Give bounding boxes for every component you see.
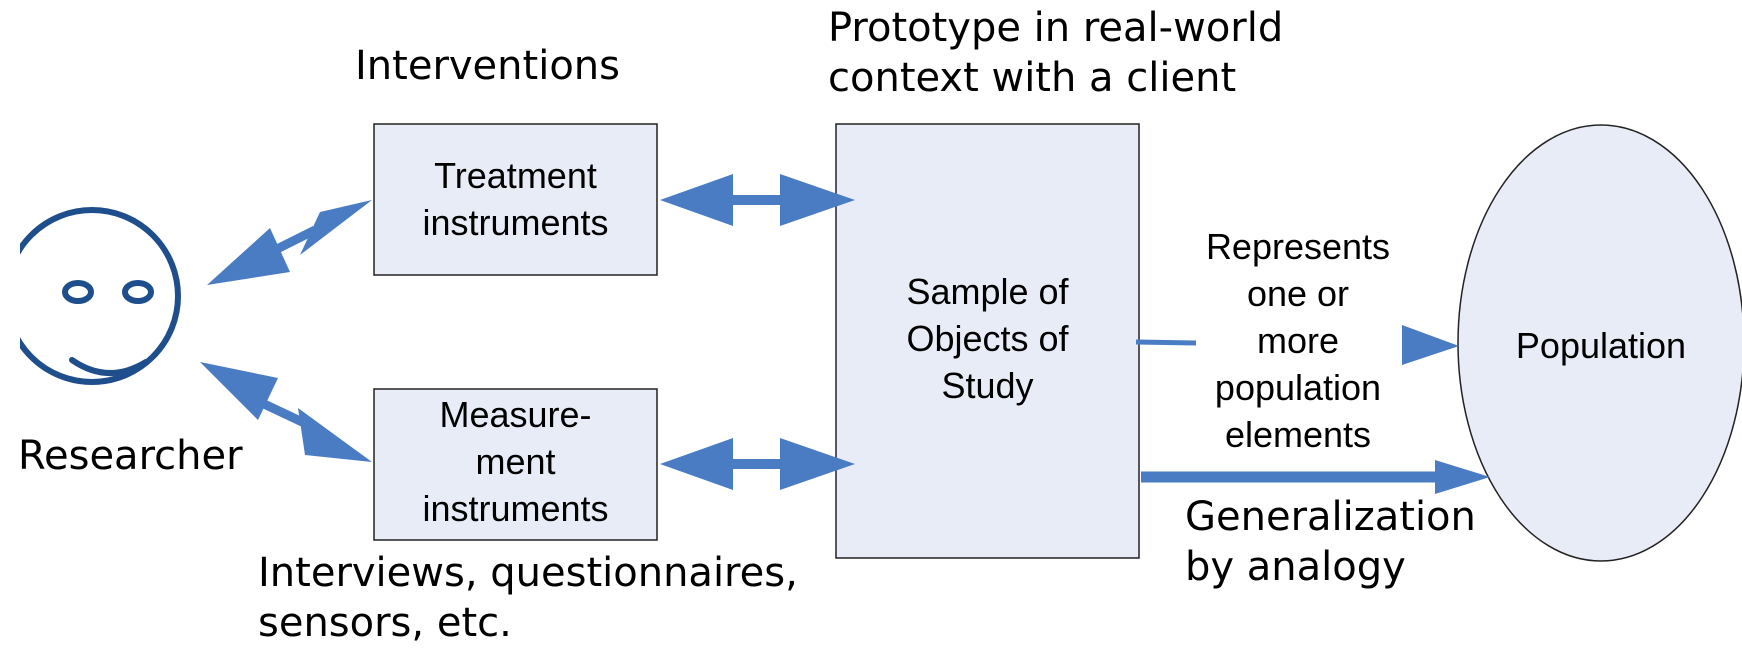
- arrow-treatment-sample: [660, 174, 855, 226]
- generalization-line: Generalization: [1185, 494, 1476, 540]
- represents-line: Represents: [1205, 226, 1391, 267]
- arrow-generalization: [1141, 460, 1490, 494]
- smiley-face-icon: [0, 200, 204, 400]
- sample-box-line: Sample of: [906, 271, 1069, 312]
- arrow-represents: [1135, 325, 1459, 365]
- sample-objects-box: [835, 123, 1140, 559]
- sample-box-text: Sample of Objects of Study: [836, 268, 1139, 409]
- sample-box-line: Study: [941, 365, 1034, 406]
- treatment-box-text: Treatment instruments: [374, 152, 657, 246]
- measurement-box-line: ment: [475, 441, 556, 482]
- generalization-line: by analogy: [1185, 544, 1406, 590]
- generalization-label: Generalization by analogy: [1185, 492, 1476, 592]
- prototype-label-line: context with a client: [828, 55, 1237, 101]
- represents-line: population: [1214, 367, 1382, 408]
- measures-label: Interviews, questionnaires, sensors, etc…: [258, 548, 798, 648]
- prototype-label: Prototype in real-world context with a c…: [828, 3, 1283, 103]
- arrow-researcher-measurement: [200, 362, 372, 462]
- arrow-measurement-sample: [660, 438, 855, 490]
- measurement-box-line: instruments: [422, 488, 609, 529]
- measurement-instruments-box: [373, 388, 658, 541]
- represents-line: one or: [1246, 273, 1350, 314]
- measures-label-line: sensors, etc.: [258, 600, 512, 646]
- sample-box-line: Objects of: [906, 318, 1069, 359]
- treatment-box-line: Treatment: [434, 155, 597, 196]
- represents-line: elements: [1224, 414, 1372, 455]
- prototype-label-line: Prototype in real-world: [828, 5, 1284, 51]
- represents-line: more: [1256, 320, 1340, 361]
- interventions-label: Interventions: [355, 43, 620, 89]
- treatment-box-line: instruments: [422, 202, 609, 243]
- population-ellipse: [1457, 124, 1742, 562]
- measurement-box-text: Measure- ment instruments: [374, 391, 657, 532]
- arrow-researcher-treatment: [207, 200, 372, 285]
- measurement-box-line: Measure-: [439, 394, 592, 435]
- researcher-label: Researcher: [18, 433, 243, 479]
- measures-label-line: Interviews, questionnaires,: [258, 550, 798, 596]
- represents-label: Represents one or more population elemen…: [1180, 223, 1416, 458]
- population-label: Population: [1515, 325, 1687, 366]
- treatment-instruments-box: [373, 123, 658, 276]
